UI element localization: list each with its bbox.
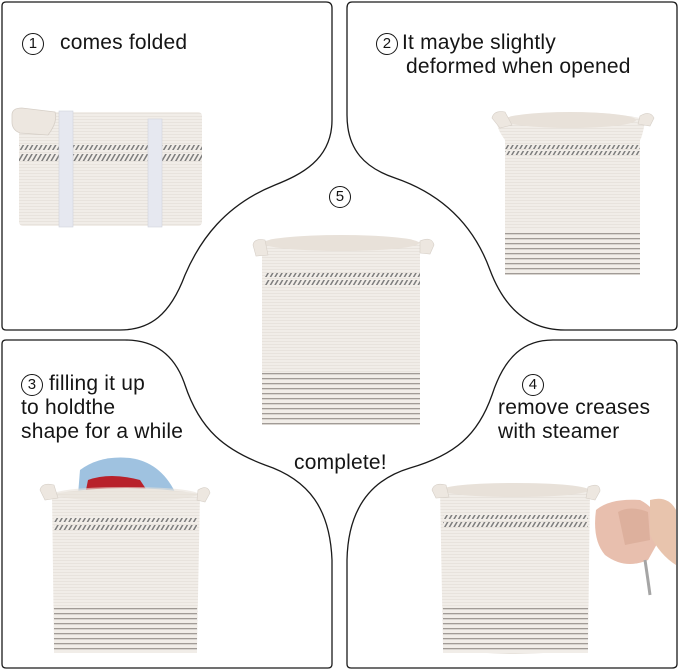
step-number-1: 1	[22, 33, 44, 55]
step-1-caption: 1 comes folded	[22, 31, 187, 55]
step-number-3: 3	[21, 374, 43, 396]
step-3-text-line-3: shape for a while	[21, 420, 184, 443]
step-3-text-line-1: filling it up	[49, 372, 145, 395]
step-1-text: comes folded	[60, 31, 188, 54]
step-4-text-line-1: remove creases	[498, 396, 651, 419]
step-5-caption: complete!	[294, 451, 387, 474]
filled-basket-image	[39, 457, 211, 653]
step-2-text-line-1: It maybe slightly	[402, 31, 556, 54]
steamer-image	[595, 498, 676, 596]
step-number-4: 4	[522, 374, 544, 396]
step-number-2: 2	[376, 33, 398, 55]
complete-basket-image	[252, 235, 435, 425]
step-number-5: 5	[329, 186, 351, 208]
folded-basket-image	[11, 107, 202, 228]
deformed-basket-image	[491, 111, 655, 275]
step-4-caption: 4 remove creases with steamer	[498, 372, 650, 444]
step-4-text-line-2: with steamer	[498, 420, 620, 443]
steamed-basket-image	[431, 483, 601, 654]
step-2-text-line-2: deformed when opened	[406, 55, 631, 78]
step-3-caption: 3 filling it up to holdthe shape for a wh…	[21, 372, 183, 444]
step-5-number-wrap: 5	[329, 184, 357, 208]
step-3-text-line-2: to holdthe	[21, 396, 116, 419]
